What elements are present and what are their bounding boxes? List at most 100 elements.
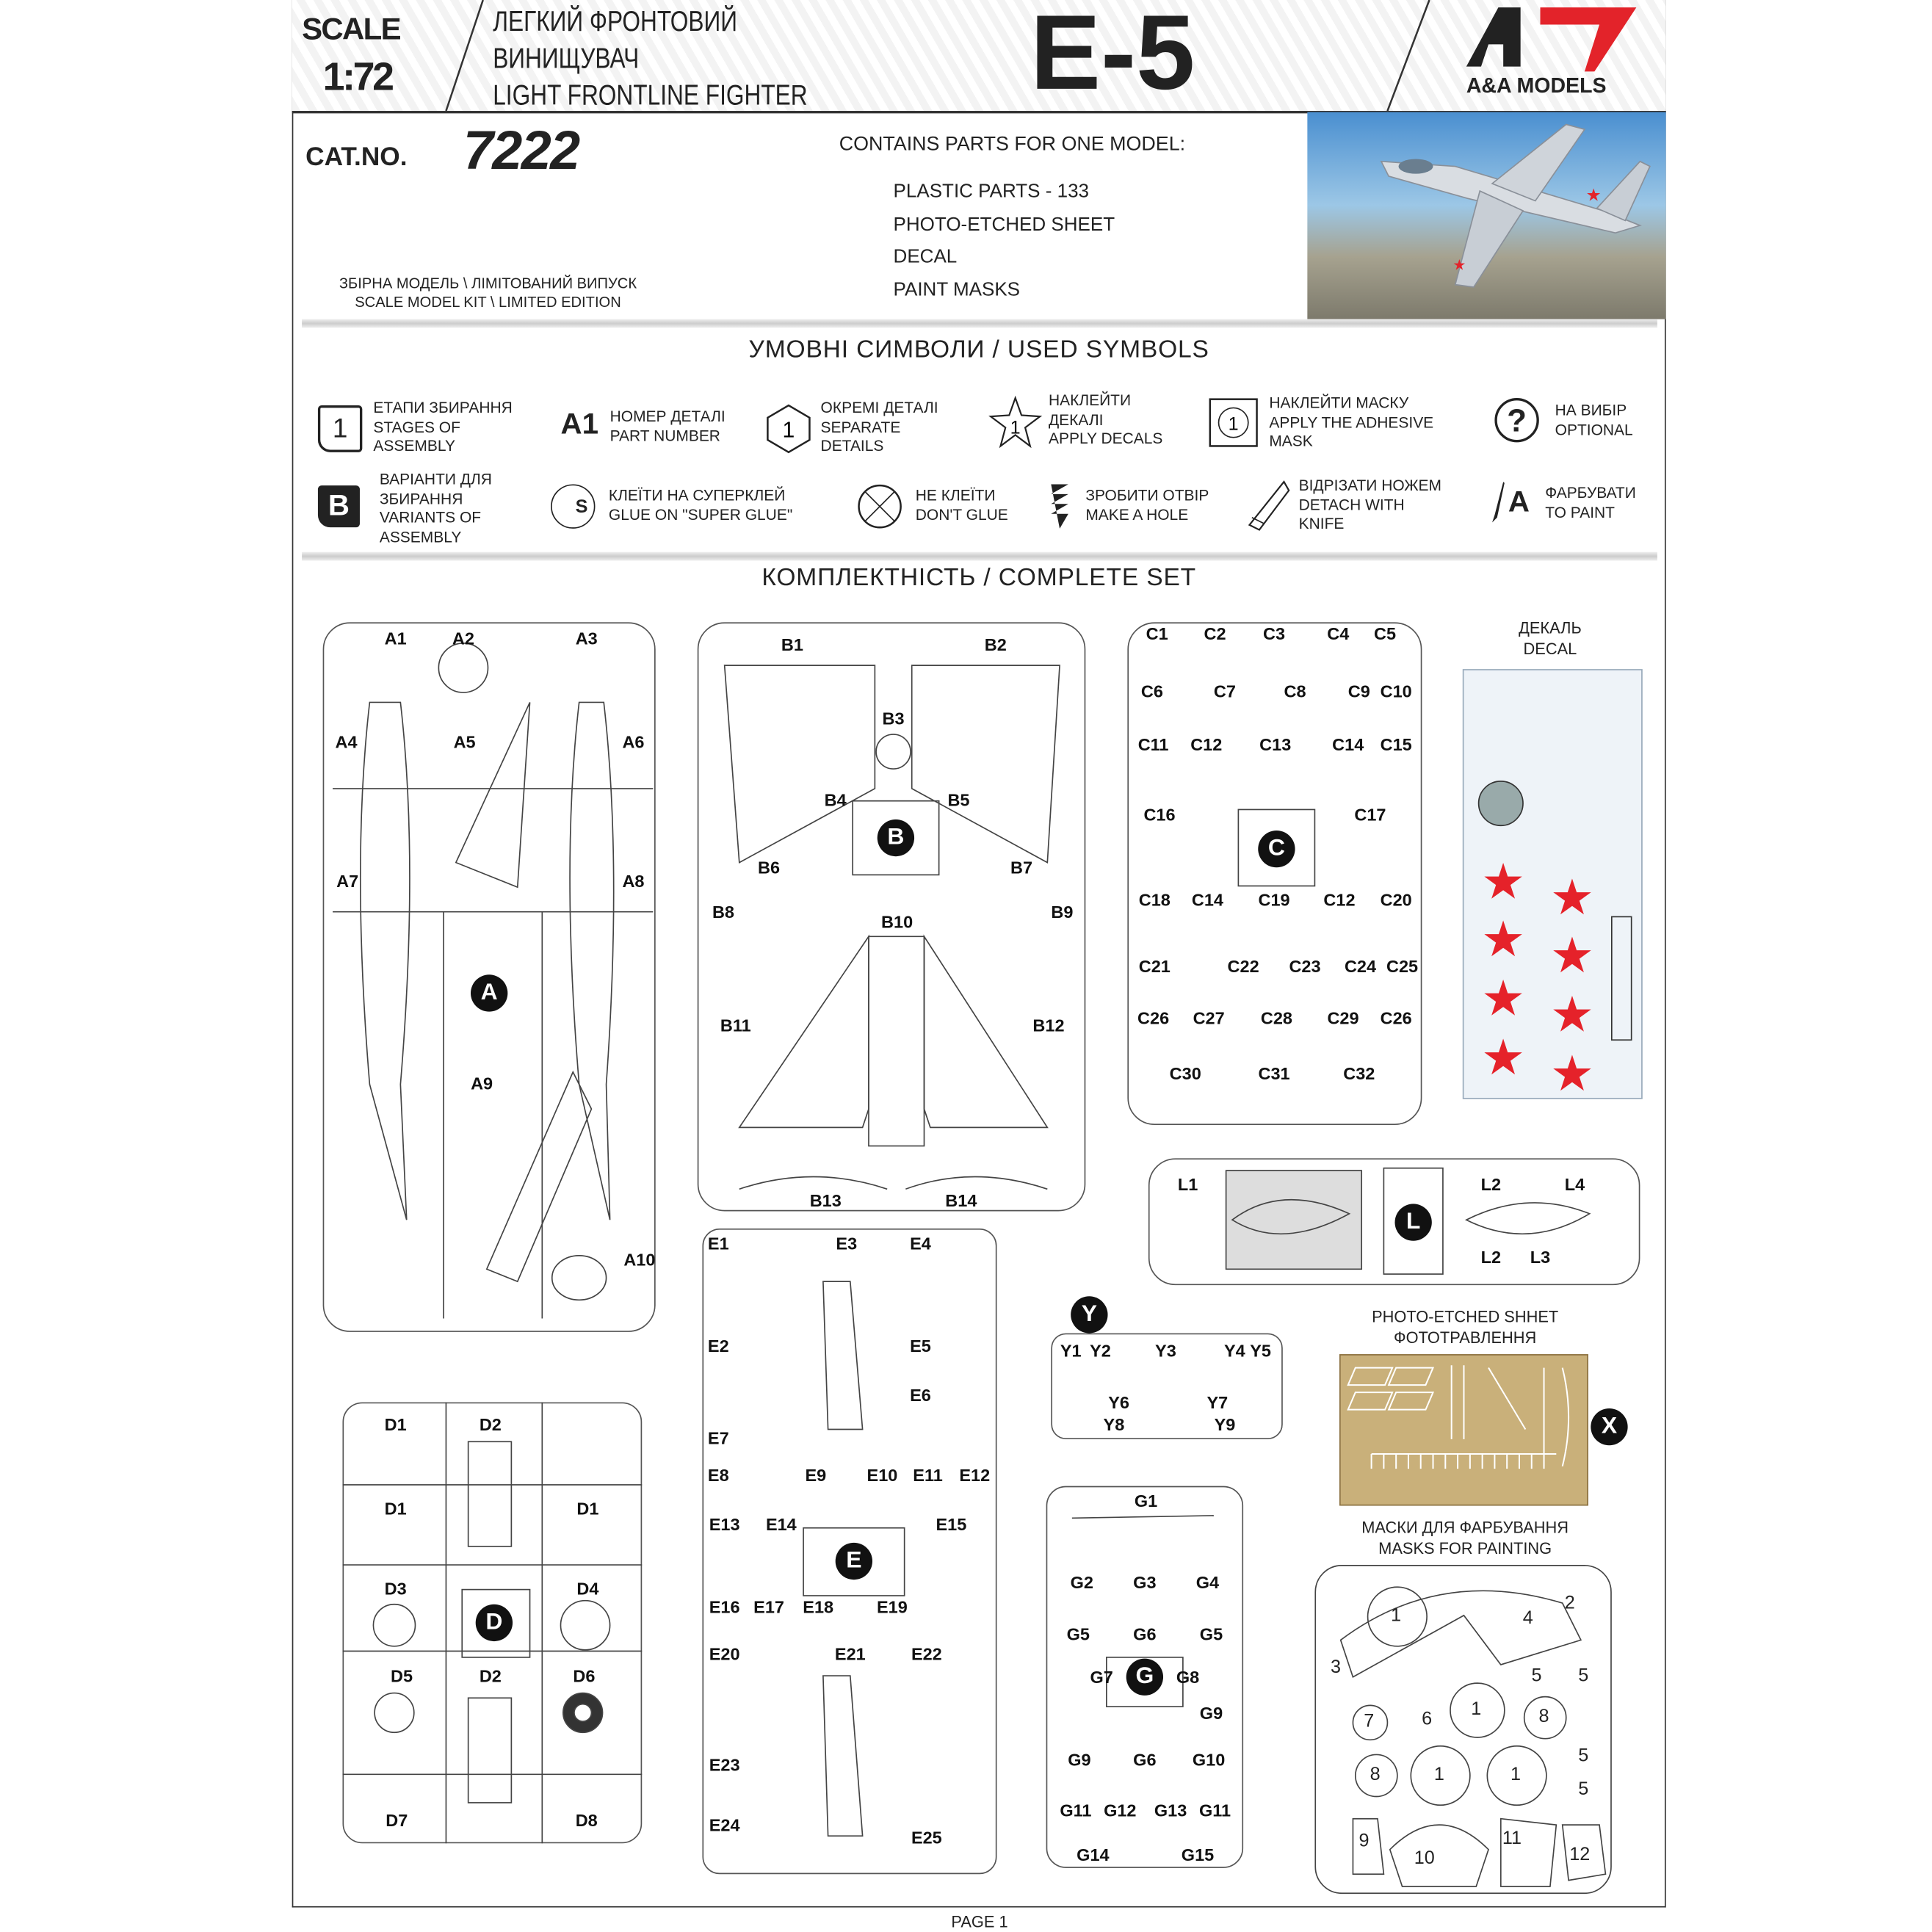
- part-label: E16: [709, 1596, 740, 1617]
- mask-number: 1: [1433, 1764, 1444, 1785]
- sprue-letter-d: D: [475, 1604, 513, 1642]
- paint-letter: A: [1508, 485, 1530, 519]
- part-label: L4: [1564, 1174, 1585, 1194]
- sprue-l: [1148, 1158, 1640, 1286]
- part-label: C23: [1289, 956, 1321, 976]
- part-label: E21: [834, 1643, 866, 1664]
- part-label: G3: [1133, 1572, 1157, 1592]
- part-label: E14: [765, 1514, 797, 1535]
- part-label: L3: [1530, 1247, 1551, 1267]
- sprue-letter-e: E: [835, 1542, 873, 1580]
- hexagon-icon: 1: [767, 404, 811, 454]
- contents-item: DECAL: [893, 246, 958, 268]
- boxart-image: ★ ★: [1307, 112, 1666, 319]
- part-label: C7: [1213, 681, 1236, 701]
- svg-text:1: 1: [1010, 418, 1021, 438]
- part-label: C22: [1227, 956, 1259, 976]
- divider: [302, 319, 1657, 328]
- photo-etch-sheet: [1339, 1354, 1588, 1506]
- decal-sheet: ★★ ★★ ★★ ★★: [1462, 669, 1643, 1102]
- part-label: B2: [984, 634, 1007, 655]
- part-label: C26: [1380, 1007, 1412, 1028]
- part-label: D3: [384, 1578, 407, 1599]
- part-label: C18: [1138, 889, 1171, 910]
- part-label: C10: [1380, 681, 1412, 701]
- part-label: A8: [622, 871, 645, 891]
- drill-icon: [1051, 484, 1068, 529]
- svg-text:★: ★: [1586, 186, 1602, 205]
- part-label: Y4: [1223, 1340, 1245, 1361]
- part-label: E15: [936, 1514, 967, 1535]
- header-band: [292, 0, 1666, 114]
- title-en: LIGHT FRONTLINE FIGHTER: [493, 79, 808, 112]
- part-label: D1: [384, 1414, 407, 1435]
- mask-number: 1: [1510, 1764, 1521, 1785]
- brand-name: A&A MODELS: [1466, 73, 1607, 98]
- mask-number: 11: [1502, 1828, 1522, 1849]
- part-label: A10: [623, 1249, 656, 1270]
- part-label: G9: [1068, 1749, 1091, 1770]
- svg-text:1: 1: [783, 419, 795, 443]
- part-label: D7: [386, 1809, 408, 1830]
- mask-number: 12: [1569, 1844, 1591, 1865]
- part-label: D8: [575, 1809, 598, 1830]
- part-label: Y5: [1250, 1340, 1271, 1361]
- contains-title: CONTAINS PARTS FOR ONE MODEL:: [839, 134, 1186, 156]
- cat-number: 7222: [463, 120, 580, 181]
- part-label: G13: [1154, 1800, 1187, 1820]
- part-label: B8: [712, 902, 735, 922]
- part-label: A5: [453, 731, 476, 752]
- part-label: Y6: [1108, 1392, 1129, 1412]
- part-label: Y3: [1155, 1340, 1176, 1361]
- part-label: A2: [452, 628, 474, 648]
- part-label: G2: [1070, 1572, 1093, 1592]
- complete-set-title: КОМПЛЕКТНІСТЬ / COMPLETE SET: [761, 564, 1197, 592]
- part-label: D6: [573, 1665, 596, 1686]
- part-label: B14: [945, 1190, 977, 1210]
- contents-item: PHOTO-ETCHED SHEET: [893, 214, 1115, 236]
- header-dividers: [445, 0, 1430, 112]
- sprue-letter-l: L: [1394, 1204, 1432, 1241]
- knife-icon: [1248, 480, 1290, 531]
- part-label: E10: [866, 1465, 898, 1485]
- paint-brush-icon: [1492, 482, 1505, 523]
- part-label: A6: [622, 731, 645, 752]
- part-label: C20: [1380, 889, 1412, 910]
- part-label: B11: [720, 1015, 751, 1035]
- part-label: C16: [1143, 804, 1176, 825]
- mask-number: 8: [1370, 1764, 1381, 1785]
- part-label: E25: [911, 1827, 942, 1848]
- part-label: E20: [709, 1643, 740, 1664]
- mask-number: 9: [1358, 1830, 1370, 1852]
- part-label: C2: [1204, 623, 1226, 643]
- part-label: G10: [1192, 1749, 1226, 1770]
- svg-text:★: ★: [1550, 1045, 1594, 1102]
- part-label: Y8: [1103, 1414, 1125, 1435]
- part-label: E23: [709, 1754, 740, 1775]
- svg-text:★: ★: [1550, 985, 1594, 1043]
- part-label: D1: [384, 1498, 407, 1519]
- mask-shapes: [1339, 1586, 1607, 1887]
- part-label: G5: [1199, 1624, 1223, 1644]
- part-label: G9: [1199, 1702, 1223, 1723]
- sprue-c: [1127, 622, 1422, 1126]
- part-label: G12: [1104, 1800, 1137, 1820]
- part-label: C9: [1347, 681, 1370, 701]
- aircraft-illustration: ★ ★: [1380, 123, 1651, 288]
- model-name: E-5: [1030, 0, 1195, 112]
- part-label: C30: [1169, 1063, 1201, 1083]
- mask-number: 4: [1522, 1607, 1533, 1629]
- part-label: Y1: [1060, 1340, 1082, 1361]
- part-label: A1: [384, 628, 407, 648]
- svg-text:★: ★: [1481, 970, 1525, 1027]
- part-label: C25: [1386, 956, 1419, 976]
- part-label: E19: [876, 1596, 908, 1617]
- part-label: C14: [1191, 889, 1223, 910]
- part-label: C27: [1193, 1007, 1225, 1028]
